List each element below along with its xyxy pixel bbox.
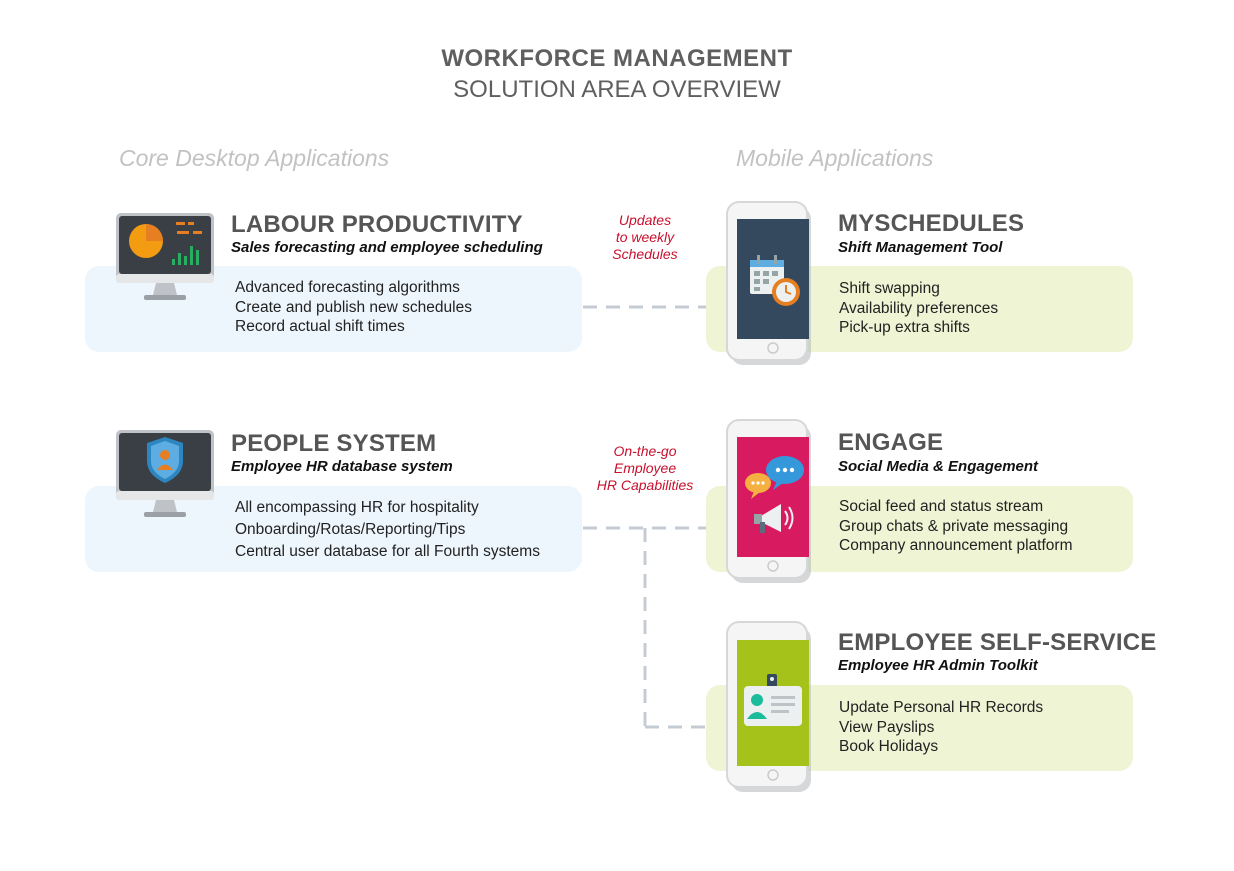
myschedules-subheading: Shift Management Tool: [838, 239, 1003, 256]
chart-monitor-icon: [116, 213, 214, 300]
engage-features: Social feed and status stream Group chat…: [839, 497, 1073, 556]
diagram-title: WORKFORCE MANAGEMENT: [441, 45, 793, 72]
feature-item: Central user database for all Fourth sys…: [235, 543, 540, 560]
people-system-features: All encompassing HR for hospitality Onbo…: [235, 497, 540, 563]
feature-item: Advanced forecasting algorithms: [235, 279, 460, 296]
diagram-subtitle: SOLUTION AREA OVERVIEW: [453, 76, 781, 103]
feature-item: Record actual shift times: [235, 318, 405, 335]
labour-productivity-heading: LABOUR PRODUCTIVITY: [231, 211, 523, 238]
engage-subheading: Social Media & Engagement: [838, 458, 1039, 475]
shield-monitor-icon: [116, 430, 214, 517]
note-hr-capabilities: On-the-go Employee HR Capabilities: [596, 443, 694, 493]
feature-item: Group chats & private messaging: [839, 517, 1069, 535]
feature-item: Company announcement platform: [839, 537, 1073, 554]
phone-engage: [726, 419, 811, 583]
people-system-subheading: Employee HR database system: [231, 458, 453, 475]
column-heading-desktop: Core Desktop Applications: [119, 145, 390, 171]
note-updates-schedules: Updates to weekly Schedules: [612, 212, 678, 262]
people-system-heading: PEOPLE SYSTEM: [231, 430, 437, 457]
feature-item: Shift swapping: [839, 280, 940, 297]
self-service-subheading: Employee HR Admin Toolkit: [838, 657, 1038, 674]
feature-item: Update Personal HR Records: [839, 699, 1044, 716]
self-service-features: Update Personal HR Records View Payslips…: [839, 698, 1043, 757]
labour-productivity-subheading: Sales forecasting and employee schedulin…: [231, 239, 543, 256]
feature-item: Availability preferences: [839, 299, 999, 317]
feature-item: View Payslips: [839, 718, 935, 736]
labour-productivity-features: Advanced forecasting algorithms Create a…: [235, 278, 472, 337]
chat-megaphone-icon: [745, 456, 804, 533]
engage-heading: ENGAGE: [838, 429, 944, 456]
feature-item: Book Holidays: [839, 738, 939, 755]
phone-myschedules: [726, 201, 811, 365]
column-heading-mobile: Mobile Applications: [736, 145, 934, 171]
feature-item: Onboarding/Rotas/Reporting/Tips: [235, 521, 466, 538]
id-badge-icon: [744, 674, 802, 726]
calendar-clock-icon: [750, 255, 800, 306]
feature-item: Pick-up extra shifts: [839, 319, 970, 336]
self-service-heading: EMPLOYEE SELF-SERVICE: [838, 629, 1157, 656]
phone-self-service: [726, 621, 811, 792]
myschedules-features: Shift swapping Availability preferences …: [839, 279, 998, 338]
feature-item: All encompassing HR for hospitality: [235, 499, 479, 516]
feature-item: Create and publish new schedules: [235, 298, 472, 316]
feature-item: Social feed and status stream: [839, 498, 1044, 515]
myschedules-heading: MYSCHEDULES: [838, 210, 1025, 237]
